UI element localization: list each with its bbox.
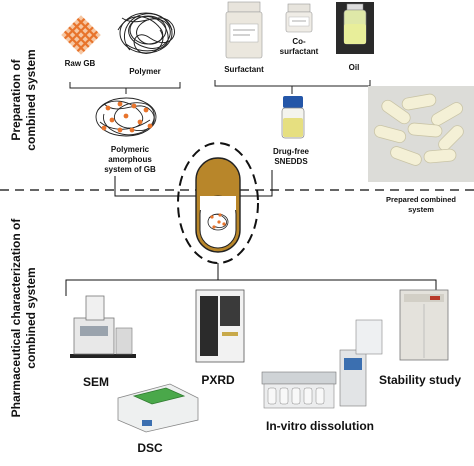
- capsule-connectors: [114, 170, 273, 197]
- capsule-highlight-ellipse: [177, 142, 259, 264]
- characterization-bracket: [65, 279, 437, 296]
- oil-label: Oil: [349, 63, 360, 72]
- stability-label: Stability study: [379, 373, 461, 387]
- dissolution-label: In-vitro dissolution: [266, 419, 374, 433]
- cosurfactant-bottle-icon: [285, 3, 313, 33]
- surfactant-bottle-icon: [225, 1, 263, 59]
- polymer-label: Polymer: [129, 67, 161, 76]
- prepared-caption-line2: system: [408, 205, 434, 214]
- oil-bottle-icon: [336, 2, 374, 54]
- sem-instrument-icon: [70, 295, 136, 358]
- stability-chamber-icon: [399, 289, 449, 361]
- dsc-instrument-icon: [117, 383, 199, 433]
- polymer-icon: [117, 12, 175, 54]
- amorphous-label-line1: Polymeric: [111, 145, 150, 154]
- dsc-label: DSC: [137, 441, 163, 455]
- characterization-title-line2: combined system: [24, 267, 38, 368]
- surfactant-label: Surfactant: [224, 65, 264, 74]
- pxrd-instrument-icon: [195, 289, 245, 363]
- prepared-caption-line1: Prepared combined: [386, 195, 456, 204]
- amorphous-label-line3: system of GB: [104, 165, 156, 174]
- raw-gb-icon: [61, 15, 101, 55]
- pxrd-label: PXRD: [201, 373, 235, 387]
- combined-capsule-icon: [195, 157, 241, 253]
- sem-label: SEM: [83, 375, 109, 389]
- prepared-system-photo: [368, 86, 474, 182]
- amorphous-system-icon: [95, 97, 157, 137]
- raw-gb-label: Raw GB: [65, 59, 96, 68]
- top-brackets: [69, 80, 371, 94]
- characterization-title-line1: Pharmaceutical characterization of: [9, 218, 23, 418]
- preparation-title-line2: combined system: [24, 49, 38, 150]
- preparation-title-line1: Preparation of: [9, 58, 23, 140]
- snedds-vial-icon: [281, 96, 305, 139]
- dissolution-apparatus-icon: [261, 319, 383, 409]
- snedds-label-line1: Drug-free: [273, 147, 310, 156]
- cosurfactant-label-line2: surfactant: [280, 47, 319, 56]
- cosurfactant-label-line1: Co-: [292, 37, 306, 46]
- amorphous-label-line2: amorphous: [108, 155, 152, 164]
- snedds-label-line2: SNEDDS: [274, 157, 308, 166]
